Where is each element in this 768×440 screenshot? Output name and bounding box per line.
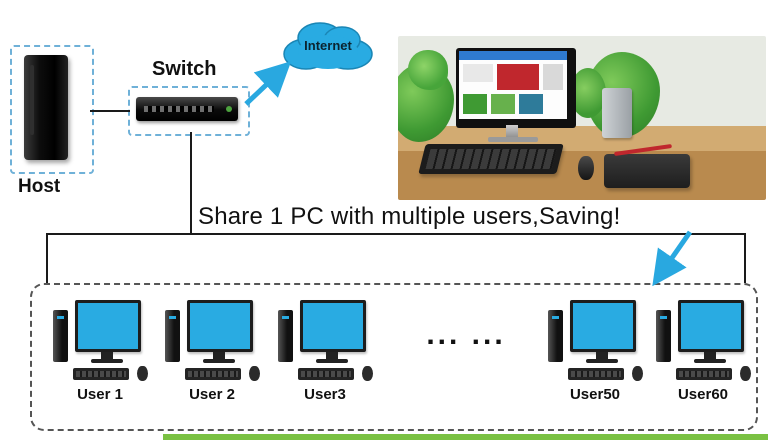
- user-label: User50: [569, 386, 621, 403]
- users-dashed-box: [30, 283, 758, 431]
- distribution-line: [46, 233, 746, 235]
- mini-pc-icon: [548, 310, 563, 362]
- cloud-icon: [283, 22, 373, 70]
- left-drop-line: [46, 233, 48, 283]
- photo-monitor-icon: [456, 48, 576, 128]
- user-label: User60: [677, 386, 729, 403]
- photo-keyboard-icon: [418, 144, 564, 174]
- user-label: User 2: [189, 386, 235, 403]
- switch-device-icon: [136, 97, 238, 121]
- photo-mouse-icon: [578, 156, 594, 180]
- caption-to-users-arrow: [652, 230, 693, 287]
- mouse-icon: [632, 366, 643, 381]
- keyboard-icon: [73, 368, 129, 380]
- mouse-icon: [249, 366, 260, 381]
- keyboard-icon: [185, 368, 241, 380]
- switch-label: Switch: [152, 58, 217, 80]
- workstation-user50: User50: [540, 294, 650, 404]
- internet-cloud: Internet: [276, 16, 380, 78]
- switch-down-line: [190, 132, 192, 234]
- host-dashed-box: [10, 45, 94, 174]
- monitor-icon: [75, 300, 141, 352]
- internet-label: Internet: [304, 38, 352, 53]
- keyboard-icon: [568, 368, 624, 380]
- mini-pc-icon: [278, 310, 293, 362]
- monitor-icon: [678, 300, 744, 352]
- notebook-icon: [604, 154, 690, 188]
- mouse-icon: [740, 366, 751, 381]
- speaker-icon: [602, 88, 632, 138]
- mini-pc-icon: [656, 310, 671, 362]
- ellipsis-text: ... ...: [426, 318, 506, 351]
- caption-text: Share 1 PC with multiple users,Saving!: [198, 203, 621, 230]
- monitor-icon: [570, 300, 636, 352]
- keyboard-icon: [676, 368, 732, 380]
- bottom-green-strip: [163, 434, 768, 440]
- monitor-stand-base: [488, 137, 538, 142]
- right-drop-line: [744, 233, 746, 283]
- monitor-stand: [506, 125, 518, 138]
- host-tower-icon: [24, 55, 68, 160]
- workstation-user2: User 2: [157, 294, 267, 404]
- monitor-icon: [300, 300, 366, 352]
- monitor-icon: [187, 300, 253, 352]
- host-to-switch-line: [90, 110, 130, 112]
- host-label: Host: [18, 176, 61, 197]
- workstation-user3: User3: [270, 294, 380, 404]
- mini-pc-icon: [165, 310, 180, 362]
- mini-pc-icon: [53, 310, 68, 362]
- workstation-user1: User 1: [45, 294, 155, 404]
- workstation-user60: User60: [648, 294, 758, 404]
- user-label: User 1: [77, 386, 123, 403]
- desk-photo: [398, 36, 766, 200]
- mouse-icon: [362, 366, 373, 381]
- photo-monitor-screen: [459, 51, 567, 119]
- keyboard-icon: [298, 368, 354, 380]
- plant-left-icon: [398, 50, 454, 142]
- user-label: User3: [304, 386, 346, 403]
- mouse-icon: [137, 366, 148, 381]
